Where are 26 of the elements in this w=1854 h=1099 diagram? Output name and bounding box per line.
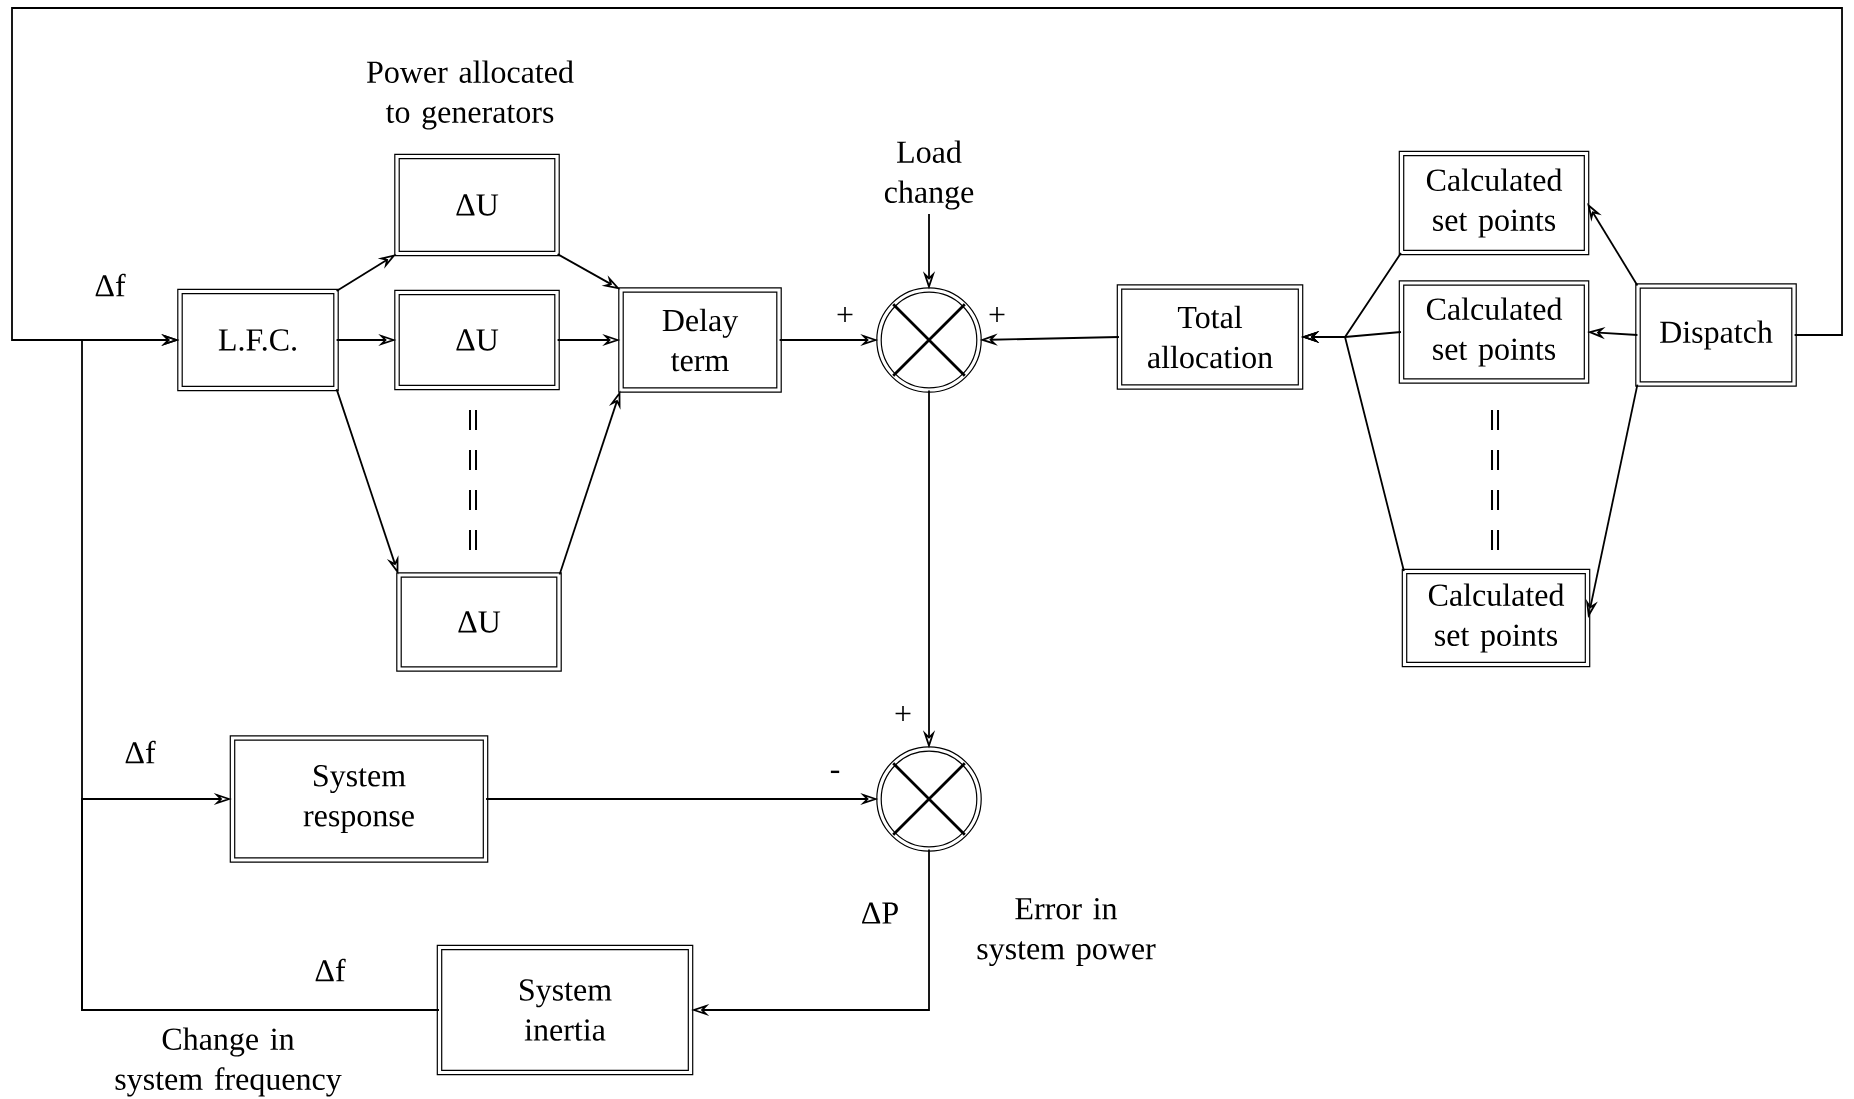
label-text: +	[989, 307, 1005, 322]
process-box: Total allocation	[1116, 284, 1304, 390]
label-text: +	[837, 307, 853, 322]
label-text: ΔP	[862, 902, 898, 924]
label-text: -	[830, 770, 840, 774]
label-text: Change in system frequency	[115, 1027, 342, 1097]
process-box: Dispatch	[1635, 283, 1797, 387]
label-text: +	[895, 706, 911, 721]
process-box: Calculated set points	[1398, 280, 1590, 384]
process-box: Calculated set points	[1398, 150, 1590, 256]
process-box: Calculated set points	[1401, 568, 1591, 668]
process-box: L.F.C.	[177, 288, 339, 392]
process-box: Delay term	[618, 287, 782, 393]
label-text: Error in system power	[977, 898, 1156, 967]
summing-junction	[876, 287, 982, 393]
process-box: System inertia	[436, 944, 694, 1076]
process-box: ΔU	[394, 289, 560, 391]
process-box: ΔU	[396, 572, 562, 672]
summing-junction	[876, 746, 982, 852]
process-box: ΔU	[394, 153, 560, 257]
label-text: Δf	[125, 740, 156, 764]
label-text: Δf	[95, 273, 126, 297]
process-box: System response	[229, 735, 489, 863]
arrow	[81, 792, 440, 1011]
label-text: Δf	[315, 958, 346, 982]
bare-text: Load change	[884, 140, 974, 210]
